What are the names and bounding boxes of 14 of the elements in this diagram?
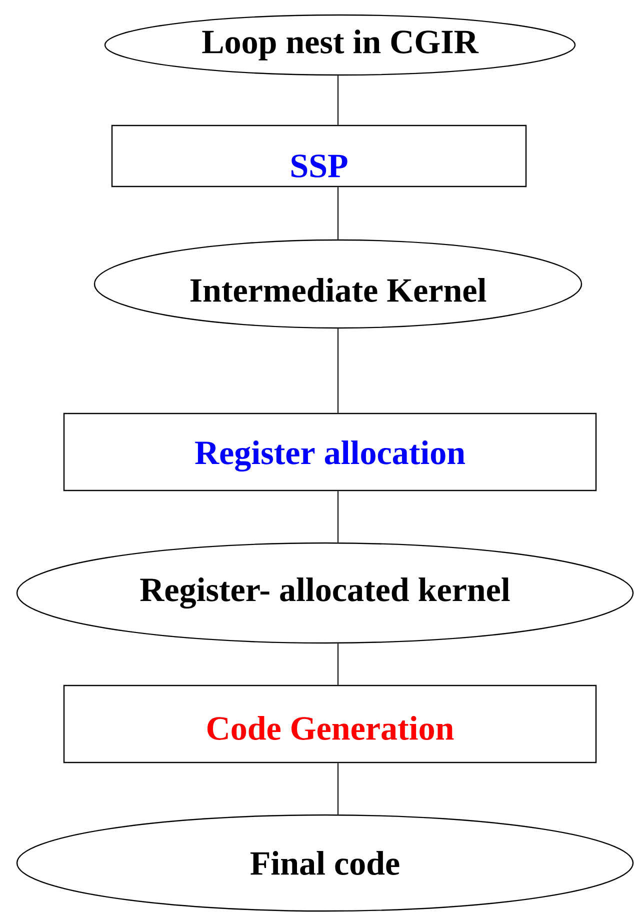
node-label: Register- allocated kernel: [140, 577, 510, 609]
ellipse-node: [16, 542, 634, 644]
ellipse-node: [104, 14, 576, 76]
node-label: Loop nest in CGIR: [202, 30, 479, 60]
node-label: SSP: [292, 154, 348, 178]
node-label: Intermediate Kernel: [190, 278, 486, 302]
process-box: [63, 684, 597, 764]
node-label: Code Generation: [207, 716, 454, 740]
process-box: [63, 412, 597, 492]
node-label: Register allocation: [195, 440, 466, 472]
node-label: Final code: [250, 851, 400, 875]
process-box: [111, 124, 527, 188]
ellipse-node: [16, 814, 634, 912]
ellipse-node: [94, 239, 582, 329]
